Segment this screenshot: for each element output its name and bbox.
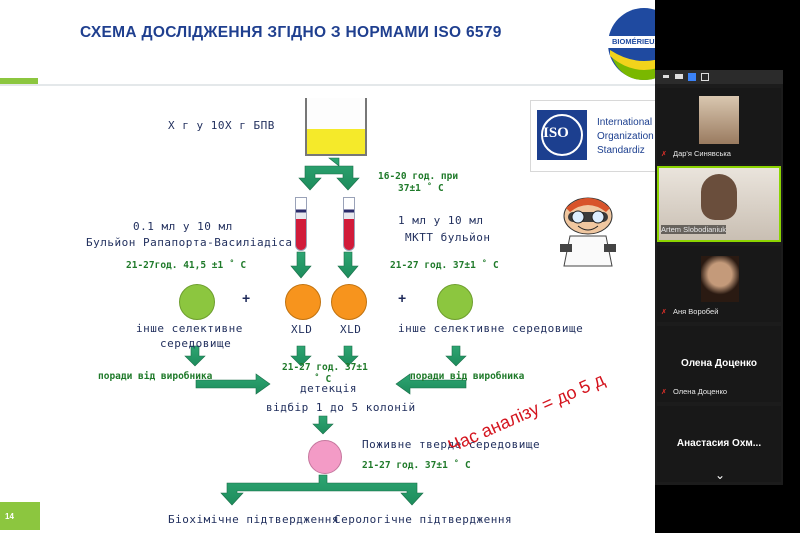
presentation-slide: СХЕМА ДОСЛІДЖЕННЯ ЗГІДНО З НОРМАМИ ISO 6…: [0, 0, 655, 533]
page-number: 14: [5, 512, 14, 521]
gallery-view-icon[interactable]: [688, 73, 696, 81]
muted-mic-icon: ✗: [661, 309, 667, 316]
biomerieux-logo-text: BIOMÉRIEUX: [612, 37, 655, 46]
participant-tile-5[interactable]: Анастасия Охм...: [657, 406, 781, 482]
plate-nutrient: [308, 440, 342, 474]
incubation-mid-1: 21-27 год. 37±1: [282, 362, 368, 373]
plate-right-label: інше селективне середовище: [398, 322, 584, 335]
iso-mark: ISO: [537, 110, 587, 160]
iso-line-3: Standardiz: [597, 145, 645, 156]
iso-line-1: International: [597, 117, 653, 128]
serological-confirmation: Серологічне підтвердження: [334, 513, 513, 526]
strip-view-icon[interactable]: [675, 74, 683, 79]
biochemical-confirmation: Біохімічне підтвердження: [168, 513, 339, 526]
plate-xld-1: [285, 284, 321, 320]
incubation-top-2: 37±1 ˚ С: [398, 183, 444, 194]
plate-other-left: [179, 284, 215, 320]
incubation-top-1: 16-20 год. при: [378, 171, 459, 182]
panel-toolbar: [655, 70, 783, 84]
participant-name-2: Artem Slobodianiuk: [661, 225, 727, 234]
iso-line-2: Organization: [597, 131, 654, 142]
participant-big-label-4: Олена Доценко: [681, 358, 757, 369]
muted-mic-icon: ✗: [661, 389, 667, 396]
plate-xld-2: [331, 284, 367, 320]
selection-label: відбір 1 до 5 колоній: [266, 401, 416, 414]
incubation-mid-2: ˚ С: [314, 374, 332, 385]
nutrient-medium-label: Поживне тверде середовище: [362, 438, 541, 451]
iso-mark-text: ISO: [543, 125, 569, 141]
participant-tile-3[interactable]: ✗ Аня Воробей: [657, 246, 781, 322]
plate-xld-2-label: XLD: [340, 323, 362, 336]
right-branch-temp: 21-27 год. 37±1 ˚ С: [390, 260, 499, 271]
plate-left-label-1: інше селективне: [136, 322, 243, 335]
accent-line: [0, 84, 655, 86]
flow-arrows: [184, 157, 467, 506]
participants-panel: ✗ Дар'я Синявська Artem Slobodianiuk ✗ А…: [655, 70, 783, 485]
manufacturer-advice-right: поради від виробника: [410, 371, 525, 382]
incubation-bottom: 21-27 год. 37±1 ˚ С: [362, 460, 471, 471]
participant-video-3: [701, 256, 739, 302]
beaker-icon: [305, 98, 367, 156]
plate-left-label-2: середовище: [160, 337, 232, 350]
participant-tile-2[interactable]: Artem Slobodianiuk: [657, 166, 781, 242]
left-branch-volume: 0.1 мл у 10 мл: [133, 220, 233, 233]
test-tube-left: [295, 197, 307, 251]
manufacturer-advice-left: поради від виробника: [98, 371, 213, 382]
detection-label: детекція: [300, 382, 357, 395]
test-tube-right: [343, 197, 355, 251]
right-branch-volume: 1 мл у 10 мл: [398, 214, 484, 227]
slide-title: СХЕМА ДОСЛІДЖЕННЯ ЗГІДНО З НОРМАМИ ISO 6…: [80, 24, 502, 41]
muted-mic-icon: ✗: [661, 151, 667, 158]
plus-left: +: [242, 290, 251, 306]
accent-bar-top: [0, 78, 38, 86]
participant-tile-1[interactable]: ✗ Дар'я Синявська: [657, 88, 781, 164]
iso-logo: ISO International Organization Standardi…: [530, 100, 655, 172]
minimize-icon[interactable]: [663, 75, 669, 78]
participant-name-1: Дар'я Синявська: [673, 149, 731, 158]
right-branch-medium: МКТТ бульйон: [405, 231, 491, 244]
page-number-box: 14: [0, 502, 40, 530]
participant-big-label-5: Анастасия Охм...: [676, 438, 762, 449]
plus-right: +: [398, 290, 407, 306]
biomerieux-logo-icon: [608, 8, 655, 80]
participant-name-3: Аня Воробей: [673, 307, 719, 316]
left-branch-medium: Бульйон Рапапорта-Василіадіса: [86, 236, 293, 249]
cartoon-scientist-image: [556, 192, 620, 272]
left-branch-temp: 21-27год. 41,5 ±1 ˚ С: [126, 260, 247, 271]
plate-other-right: [437, 284, 473, 320]
participant-face-2: [701, 174, 737, 220]
biomerieux-logo: BIOMÉRIEUX: [606, 6, 655, 82]
speaker-view-icon[interactable]: [701, 73, 709, 81]
scroll-down-button[interactable]: ⌄: [715, 468, 726, 482]
participant-name-4: Олена Доценко: [673, 387, 728, 396]
participant-video-1: [699, 96, 739, 144]
top-sample-label: X г у 10X г БПВ: [168, 119, 275, 132]
plate-xld-1-label: XLD: [291, 323, 313, 336]
participant-tile-4[interactable]: Олена Доценко ✗ Олена Доценко: [657, 326, 781, 402]
